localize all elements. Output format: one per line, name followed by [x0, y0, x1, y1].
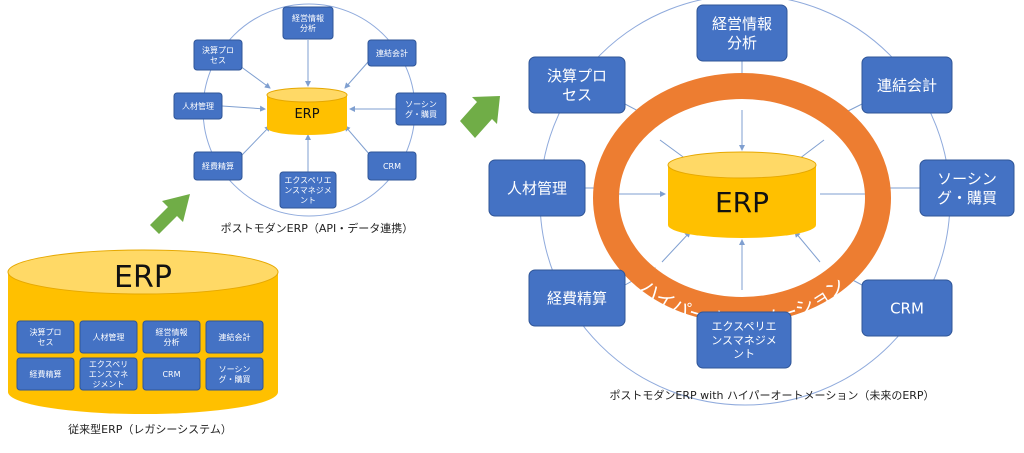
connector-arrow	[344, 61, 369, 89]
legacy-module: CRM	[142, 357, 201, 391]
postmodern-erp-label: ERP	[294, 107, 319, 122]
node-label-line: 経営情報	[292, 13, 324, 23]
node-label-line: グ・購買	[937, 189, 997, 207]
legacy-module: 連結会計	[205, 320, 264, 354]
node-label-line: ント	[733, 348, 755, 361]
node-label-line: 分析	[300, 23, 316, 33]
node-label-line: ジメント	[93, 380, 125, 389]
green-arrow-right-icon	[460, 96, 500, 138]
node-label-line: エンスマネ	[89, 370, 129, 379]
future-node: CRM	[861, 279, 953, 337]
postmodern-erp-cylinder: ERP	[266, 87, 348, 135]
node-label-line: ソーシン	[219, 365, 251, 374]
node-label-line: グ・購買	[405, 109, 437, 119]
future-node: 人材管理	[488, 159, 586, 217]
postmodern-connectors	[221, 40, 396, 172]
node-label-line: ンスマネジメ	[284, 186, 332, 195]
node-label-line: 経費精算	[202, 161, 234, 171]
legacy-erp-label: ERP	[114, 260, 172, 295]
postmodern-caption: ポストモダンERP（API・データ連携）	[221, 221, 414, 235]
legacy-module: 人材管理	[79, 320, 138, 354]
node-label-line: 経費精算	[30, 369, 62, 379]
node-label-line: 人材管理	[93, 332, 125, 342]
postmodern-node: 人材管理	[173, 92, 223, 120]
future-node: 連結会計	[861, 56, 953, 114]
node-label-line: 経営情報	[712, 15, 772, 33]
connector-arrow	[221, 105, 266, 112]
node-label-line: 連結会計	[376, 48, 408, 58]
future-erp-label: ERP	[715, 186, 769, 219]
node-label-line: 連結会計	[219, 332, 251, 342]
future-node: 経費精算	[528, 269, 626, 327]
node-label-line: グ・購買	[219, 374, 251, 384]
node-label-line: エクスペリエ	[284, 176, 331, 185]
node-label-line: セス	[210, 56, 226, 65]
node-label-line: エクスペリ	[89, 360, 128, 369]
node-label-line: 分析	[164, 337, 180, 347]
legacy-module: 経費精算	[16, 357, 75, 391]
postmodern-node: 連結会計	[367, 39, 417, 67]
node-label-line: CRM	[890, 299, 924, 317]
node-label-line: 経営情報	[156, 327, 188, 337]
hyperautomation-ring	[593, 73, 891, 323]
node-label-line: 連結会計	[877, 76, 937, 94]
node-label-line: 人材管理	[507, 179, 567, 197]
connector-arrow	[344, 125, 371, 156]
node-label-line: 経費精算	[547, 289, 607, 307]
node-label-line: 人材管理	[182, 101, 214, 111]
node-label-line: セス	[562, 86, 592, 104]
future-erp-cylinder: ERP	[667, 151, 817, 238]
connector-arrow	[661, 231, 691, 263]
postmodern-node: CRM	[367, 151, 417, 181]
node-label-line: ソーシン	[937, 170, 997, 188]
future-caption: ポストモダンERP with ハイパーオートメーション（未来のERP）	[609, 388, 934, 402]
node-label-line: 決算プロ	[202, 45, 234, 55]
node-label-line: ンスマネジメ	[711, 334, 776, 347]
green-arrow-up-icon	[150, 194, 190, 234]
connector-arrow	[241, 125, 271, 156]
legacy-caption: 従来型ERP（レガシーシステム）	[68, 422, 232, 436]
connector-arrow	[794, 231, 821, 263]
node-label-line: 分析	[727, 34, 757, 52]
node-label-line: 決算プロ	[30, 327, 62, 337]
node-label-line: エクスペリエ	[712, 320, 777, 333]
node-label-line: ソーシン	[405, 100, 437, 109]
postmodern-node: 経費精算	[193, 151, 243, 181]
node-label-line: CRM	[383, 162, 401, 171]
node-label-line: ント	[300, 196, 316, 205]
connector-arrow	[239, 65, 271, 89]
node-label-line: CRM	[162, 370, 180, 379]
node-label-line: 決算プロ	[547, 67, 607, 85]
node-label-line: セス	[38, 338, 54, 347]
